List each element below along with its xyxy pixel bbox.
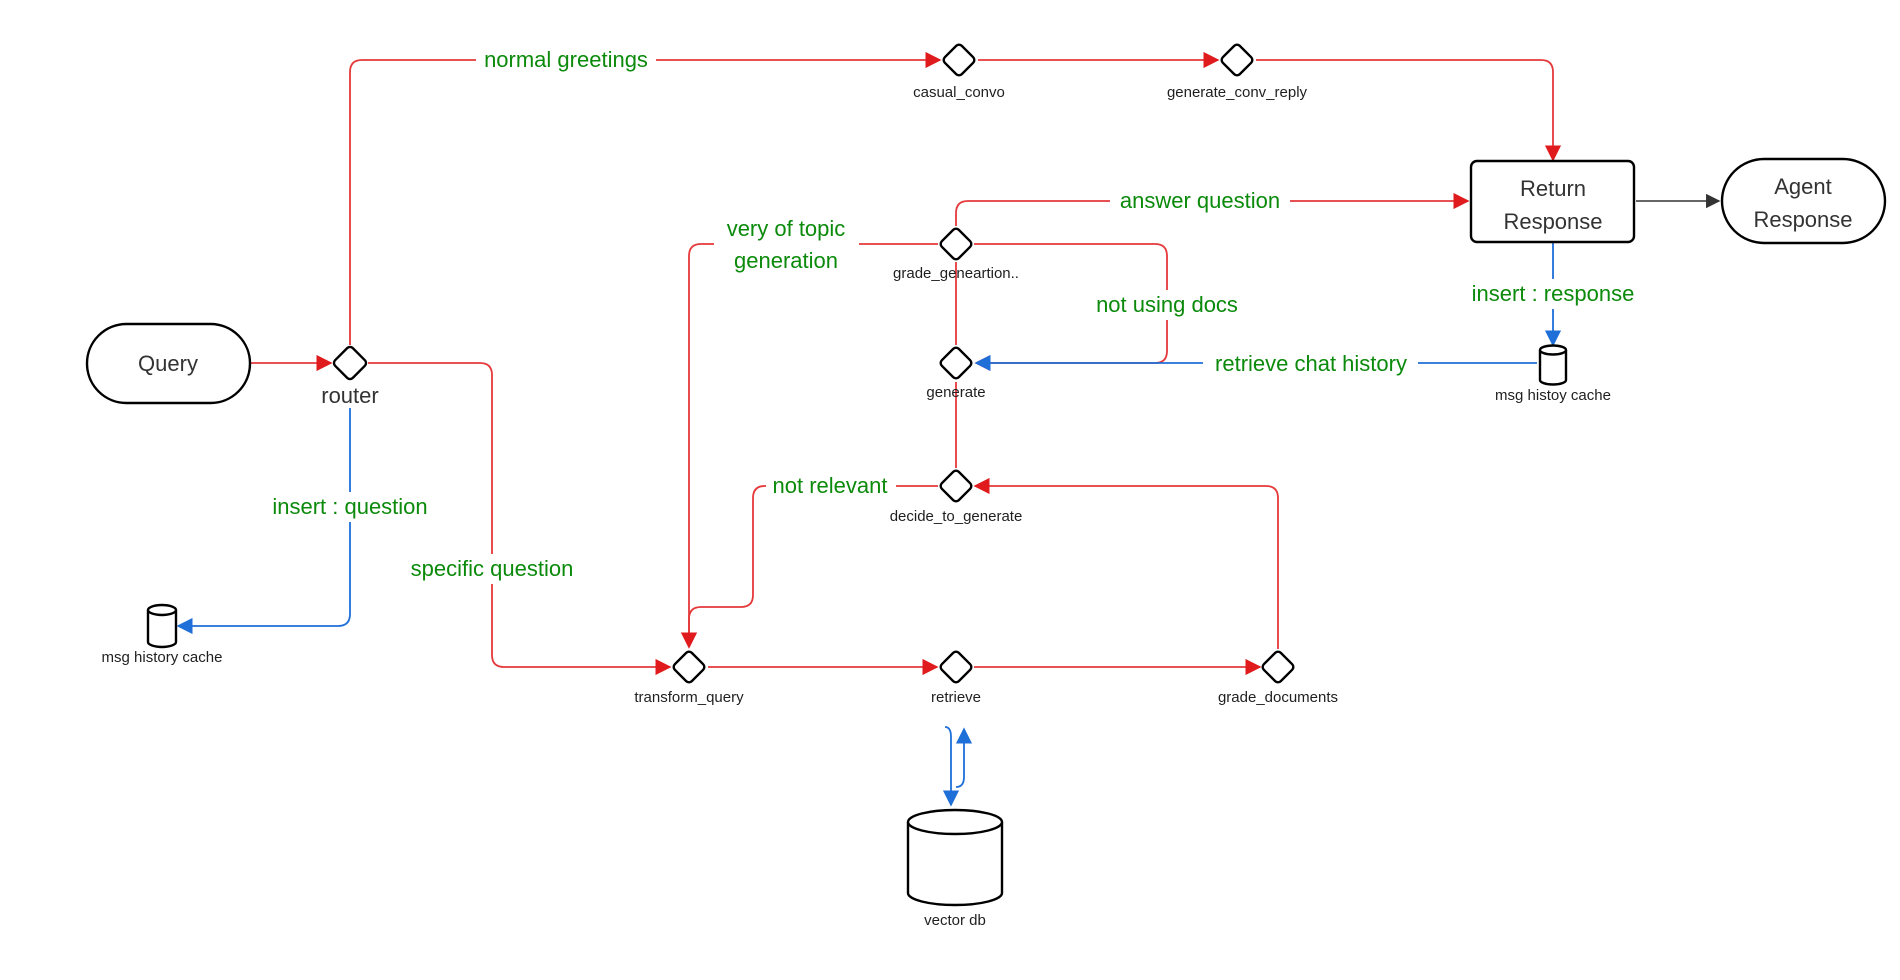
retrieve-label: retrieve — [931, 689, 981, 706]
return-response-node[interactable]: Return Response — [1469, 159, 1636, 244]
return-response-label-2: Response — [1503, 209, 1602, 234]
edge-label-insert-response: insert : response — [1472, 281, 1635, 306]
retrieve-node[interactable]: retrieve — [931, 650, 981, 706]
edge-decide-transform — [680, 485, 938, 649]
casual-convo-node[interactable]: casual_convo — [913, 43, 1005, 101]
edge-gradegen-return — [955, 192, 1470, 226]
generate-conv-reply-label: generate_conv_reply — [1167, 84, 1308, 101]
edge-label-answer-question: answer question — [1120, 188, 1280, 213]
transform-query-node[interactable]: transform_query — [634, 650, 744, 706]
vector-db-label: vector db — [924, 912, 986, 929]
decide-to-generate-label: decide_to_generate — [890, 508, 1023, 525]
edge-retrieve-vectordb-down — [942, 726, 960, 807]
agent-response-label-2: Response — [1753, 207, 1852, 232]
edge-label-generation: generation — [734, 248, 838, 273]
generate-label: generate — [926, 384, 985, 401]
grade-generation-label: grade_geneartion.. — [893, 265, 1019, 282]
msg-history-cache-left-node[interactable]: msg history cache — [102, 603, 223, 666]
router-label: router — [321, 383, 378, 408]
msg-history-cache-left-label: msg history cache — [102, 649, 223, 666]
return-response-label-1: Return — [1520, 176, 1586, 201]
agent-response-node[interactable]: Agent Response — [1720, 157, 1887, 245]
edge-gradegen-transform — [680, 243, 938, 649]
vector-db-node[interactable]: vector db — [906, 808, 1004, 929]
edge-genconv-return — [1256, 59, 1562, 162]
edge-label-normal-greetings: normal greetings — [484, 47, 648, 72]
transform-query-label: transform_query — [634, 689, 744, 706]
msg-history-cache-right-node[interactable]: msg histoy cache — [1495, 344, 1611, 405]
edge-grade-decide — [973, 477, 1279, 649]
router-node[interactable]: router — [321, 345, 379, 408]
decide-to-generate-node[interactable]: decide_to_generate — [890, 469, 1023, 525]
edge-vectordb-retrieve-up — [955, 727, 973, 788]
agent-response-label-1: Agent — [1774, 174, 1832, 199]
edge-router-casual — [349, 51, 942, 345]
msg-history-cache-right-label: msg histoy cache — [1495, 387, 1611, 404]
grade-generation-node[interactable]: grade_geneartion.. — [893, 227, 1019, 282]
casual-convo-label: casual_convo — [913, 84, 1005, 101]
edge-router-cacheleft — [176, 408, 351, 635]
query-label: Query — [138, 351, 198, 376]
edge-label-insert-question: insert : question — [272, 494, 427, 519]
generate-node[interactable]: generate — [926, 346, 986, 401]
edge-label-not-using-docs: not using docs — [1096, 292, 1238, 317]
generate-conv-reply-node[interactable]: generate_conv_reply — [1167, 43, 1308, 101]
query-node[interactable]: Query — [85, 322, 252, 405]
grade-documents-label: grade_documents — [1218, 689, 1338, 706]
edge-router-transform — [368, 362, 672, 676]
edge-label-very-of-topic: very of topic — [727, 216, 846, 241]
edge-label-not-relevant: not relevant — [773, 473, 888, 498]
grade-documents-node[interactable]: grade_documents — [1218, 650, 1338, 706]
edge-label-retrieve-chat-history: retrieve chat history — [1215, 351, 1407, 376]
edge-label-specific-question: specific question — [411, 556, 574, 581]
